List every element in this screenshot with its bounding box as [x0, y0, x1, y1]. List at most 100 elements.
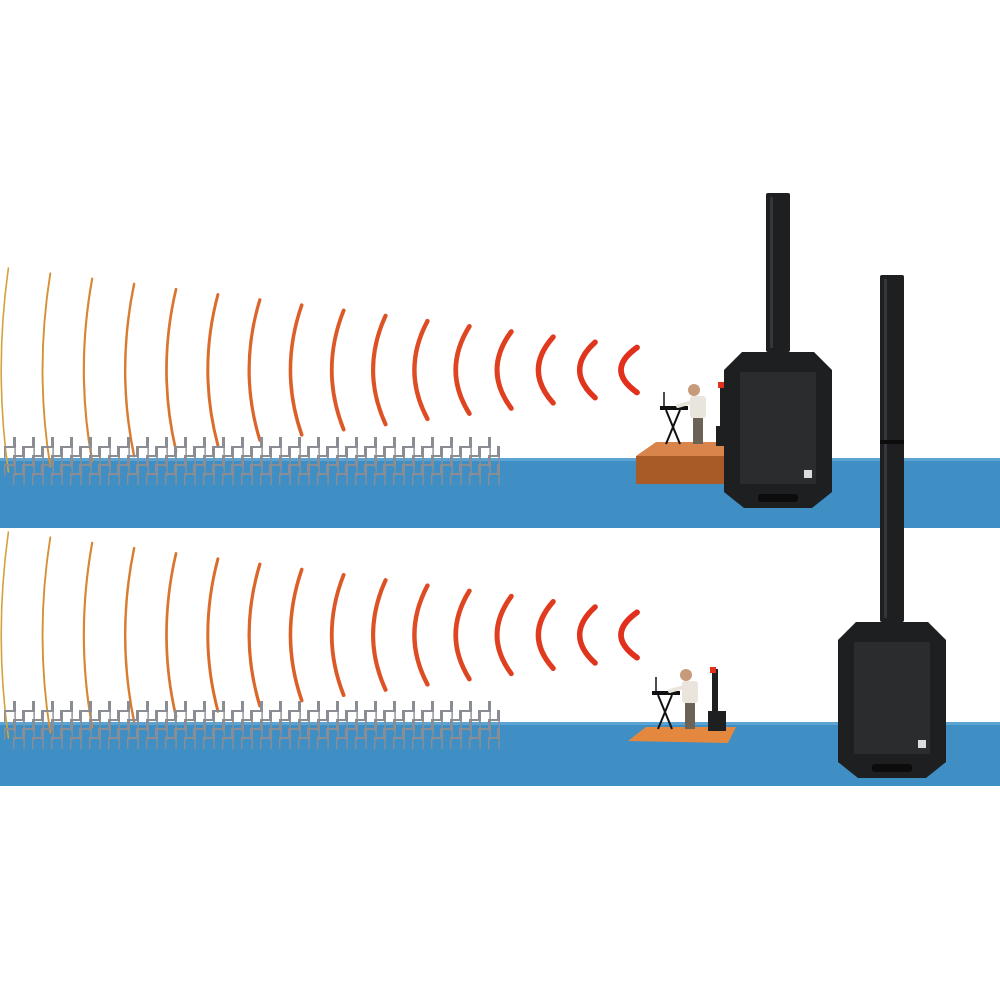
sound-wave-icon — [494, 329, 514, 411]
chair-back — [317, 455, 320, 465]
chair-back — [459, 728, 462, 738]
chair-leg — [346, 475, 348, 485]
chair-back — [41, 710, 44, 720]
chair-leg — [365, 739, 367, 749]
chair-back — [41, 464, 44, 474]
chair-back — [174, 710, 177, 720]
chair-leg — [289, 475, 291, 485]
chair-leg — [337, 730, 339, 740]
chair-seat — [460, 446, 472, 448]
chair-leg — [384, 721, 386, 731]
chair-leg — [185, 466, 187, 476]
sound-wave-icon — [618, 609, 640, 661]
chair-leg — [441, 475, 443, 485]
chair-back — [383, 728, 386, 738]
chair-leg — [413, 466, 415, 476]
chair-leg — [241, 475, 243, 485]
chair-back — [412, 701, 415, 711]
chair-back — [355, 455, 358, 465]
chair-leg — [393, 739, 395, 749]
chair-back — [98, 710, 101, 720]
chair-back — [241, 455, 244, 465]
chair-seat — [327, 728, 339, 730]
chair-seat — [70, 473, 82, 475]
keyboard — [652, 691, 680, 695]
chair-seat — [393, 473, 405, 475]
chair-back — [32, 719, 35, 729]
chair-leg — [479, 721, 481, 731]
chair-back — [326, 464, 329, 474]
chair-leg — [384, 457, 386, 467]
chair-leg — [146, 739, 148, 749]
chair-seat — [298, 719, 310, 721]
chair-leg — [165, 739, 167, 749]
chair-icon — [317, 728, 329, 749]
chair-seat — [308, 710, 320, 712]
chair-leg — [184, 475, 186, 485]
chair-back — [383, 464, 386, 474]
chair-leg — [451, 466, 453, 476]
chair-leg — [166, 466, 168, 476]
chair-icon — [241, 464, 253, 485]
chair-leg — [166, 730, 168, 740]
chair-icon — [51, 464, 63, 485]
chair-icon — [51, 728, 63, 749]
chair-seat — [279, 719, 291, 721]
chair-seat — [137, 710, 149, 712]
chair-leg — [261, 466, 263, 476]
performer-legs — [685, 703, 695, 729]
chair-leg — [51, 475, 53, 485]
chair-leg — [203, 475, 205, 485]
chair-leg — [156, 739, 158, 749]
chair-leg — [61, 721, 63, 731]
chair-leg — [185, 730, 187, 740]
chair-seat — [13, 737, 25, 739]
chair-leg — [384, 475, 386, 485]
chair-seat — [488, 473, 500, 475]
chair-back — [393, 701, 396, 711]
chair-leg — [488, 739, 490, 749]
chair-back — [165, 455, 168, 465]
chair-seat — [469, 473, 481, 475]
chair-back — [488, 719, 491, 729]
small-sub — [708, 711, 726, 731]
chair-back — [288, 728, 291, 738]
chair-seat — [241, 473, 253, 475]
chair-seat — [42, 728, 54, 730]
chair-seat — [384, 464, 396, 466]
chair-seat — [422, 710, 434, 712]
chair-back — [193, 446, 196, 456]
chair-seat — [403, 446, 415, 448]
chair-leg — [422, 457, 424, 467]
chair-seat — [89, 473, 101, 475]
chair-icon — [222, 464, 234, 485]
chair-seat — [279, 455, 291, 457]
chair-back — [193, 464, 196, 474]
chair-leg — [413, 730, 415, 740]
chair-seat — [412, 719, 424, 721]
chair-icon — [13, 728, 25, 749]
chair-leg — [479, 475, 481, 485]
chair-seat — [175, 710, 187, 712]
chair-back — [212, 464, 215, 474]
chair-back — [469, 437, 472, 447]
chair-back — [383, 710, 386, 720]
chair-leg — [222, 475, 224, 485]
chair-leg — [204, 466, 206, 476]
chair-back — [60, 728, 63, 738]
chair-seat — [184, 737, 196, 739]
chair-icon — [298, 728, 310, 749]
chair-icon — [146, 728, 158, 749]
chair-leg — [289, 739, 291, 749]
chair-back — [364, 464, 367, 474]
chair-back — [184, 701, 187, 711]
chair-leg — [441, 721, 443, 731]
chair-back — [431, 701, 434, 711]
chair-seat — [184, 455, 196, 457]
chair-leg — [299, 448, 301, 458]
chair-leg — [299, 730, 301, 740]
chair-back — [421, 728, 424, 738]
chair-seat — [365, 728, 377, 730]
chair-seat — [441, 710, 453, 712]
chair-back — [51, 719, 54, 729]
